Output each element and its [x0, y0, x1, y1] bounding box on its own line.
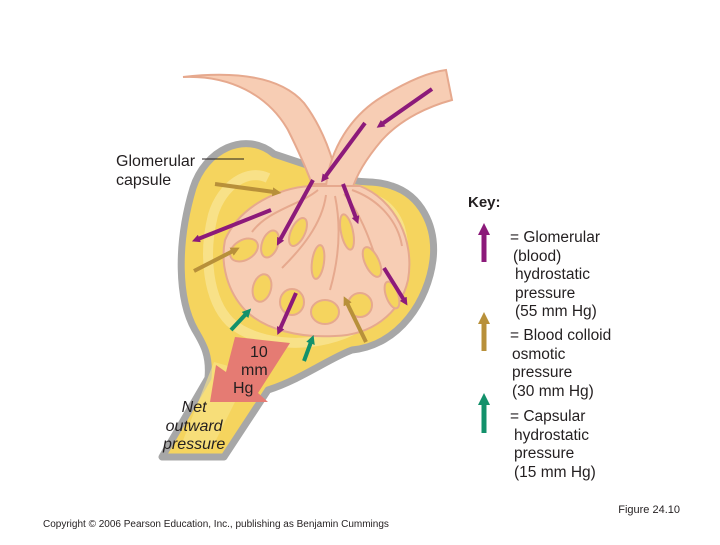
net-outward-pressure-label: Net outward pressure [163, 399, 225, 455]
net-label-line: Net [181, 399, 207, 416]
key-line: pressure [515, 284, 576, 302]
net-value-line: Hg [233, 380, 254, 397]
net-pressure-value: 10 mm Hg [233, 344, 268, 398]
key-title: Key: [468, 194, 501, 211]
key-line: osmotic [512, 345, 566, 363]
net-label-line: pressure [163, 436, 226, 453]
glomerular-pressure-arrows [191, 87, 434, 335]
capsular-pressure-arrows [229, 308, 315, 362]
key-line: = Glomerular [510, 229, 601, 246]
glomerular-capsule-label: Glomerular capsule [116, 152, 195, 190]
key-line: = Blood colloid [510, 327, 612, 344]
key-line: pressure [512, 364, 573, 381]
capsule-label-line: Glomerular [116, 153, 196, 170]
key-item-colloid: = Blood colloid osmotic pressure (30 mm … [484, 327, 611, 401]
net-outward-pressure-arrow [210, 337, 290, 402]
figure-number: Figure 24.10 [618, 504, 680, 516]
colloid-pressure-arrows [193, 182, 368, 343]
key-line: = Capsular [510, 408, 586, 425]
copyright-notice: Copyright © 2006 Pearson Education, Inc.… [43, 519, 389, 530]
net-label-line: outward [165, 417, 223, 435]
key-line: pressure [514, 445, 575, 462]
glomerulus [222, 185, 411, 338]
efferent-arteriole [324, 68, 454, 192]
capsule-label-line: capsule [116, 172, 172, 189]
key-line: (blood) [513, 247, 562, 265]
key-line: (30 mm Hg) [512, 382, 594, 400]
key-line: (55 mm Hg) [515, 303, 597, 320]
key-line: (15 mm Hg) [514, 463, 596, 481]
key-item-glomerular: = Glomerular (blood) hydrostatic pressur… [484, 229, 600, 322]
key-line: hydrostatic [515, 266, 590, 283]
net-value-line: mm [241, 362, 268, 379]
key-line: hydrostatic [514, 426, 589, 444]
net-value-line: 10 [250, 344, 268, 361]
key-item-capsular: = Capsular hydrostatic pressure (15 mm H… [484, 408, 596, 482]
